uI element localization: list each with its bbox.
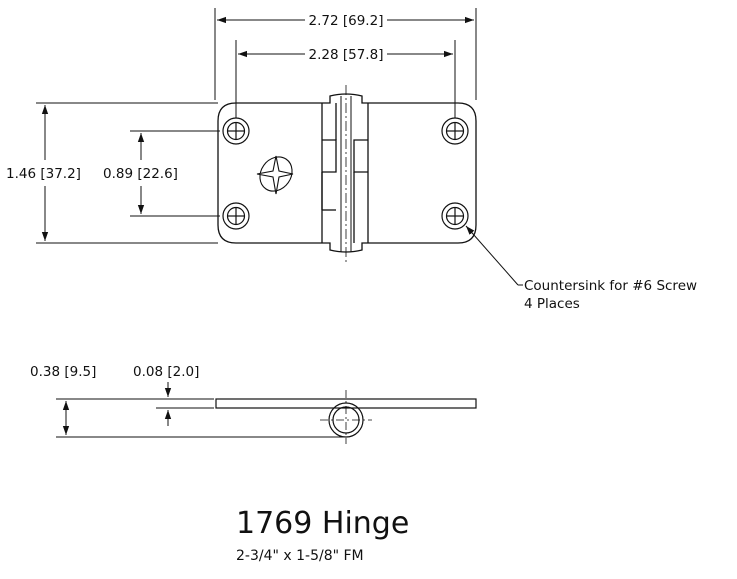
callout-line-1: Countersink for #6 Screw [524,278,697,294]
dimension-hole-spacing-height [130,130,220,217]
drawing-title: 1769 Hinge [236,506,410,541]
callout-line-2: 4 Places [524,296,580,312]
hole-bottom-left [222,202,250,230]
countersink-holes [222,117,469,230]
overall-width-label: 2.72 [69.2] [309,13,384,29]
leaf-thickness-label: 0.08 [2.0] [133,364,199,380]
dimension-overall-width [214,8,477,100]
hole-top-right [441,117,469,145]
callout-leader [465,225,519,286]
thickness-overall-label: 0.38 [9.5] [30,364,96,380]
hole-spacing-height-label: 0.89 [22.6] [103,166,178,182]
hole-spacing-width-label: 2.28 [57.8] [309,47,384,63]
drawing-subtitle: 2-3/4" x 1-5/8" FM [236,548,364,564]
overall-height-label: 1.46 [37.2] [6,166,81,182]
hinge-top-view [217,93,477,253]
dimension-leaf-thickness [156,382,214,426]
dimension-overall-height [36,102,218,244]
dimension-hole-spacing-width [235,40,456,118]
dimension-thickness-overall [56,398,346,438]
hole-top-left [222,117,250,145]
hole-bottom-right [441,202,469,230]
star-logo-icon [256,155,294,195]
